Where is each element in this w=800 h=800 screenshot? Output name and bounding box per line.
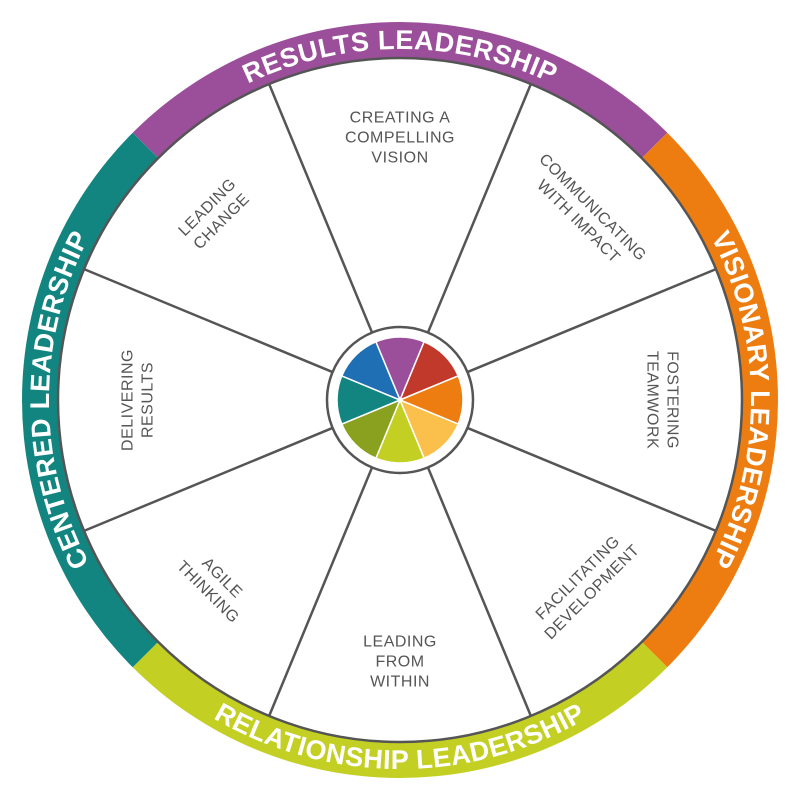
- segment-divider: [83, 426, 334, 533]
- segment-divider: [466, 426, 717, 533]
- hub-slice: [340, 340, 402, 402]
- ring-results-leadership: [132, 22, 668, 159]
- segment-leading-from-within: LEADING FROM WITHIN: [363, 634, 437, 691]
- segment-label-line: FOSTERING: [664, 351, 681, 449]
- segment-dividers: [83, 83, 717, 717]
- segment-label-line: TEAMWORK: [644, 351, 661, 449]
- segment-label-line: VISION: [371, 150, 428, 167]
- segment-label-line: LEADING: [363, 634, 437, 651]
- segment-divider: [426, 466, 533, 717]
- outer-ring: [21, 22, 778, 778]
- ring-centered-leadership: [21, 132, 159, 668]
- segment-divider: [426, 83, 533, 334]
- center-hub: [325, 325, 475, 475]
- segment-label-line: DELIVERING: [120, 349, 137, 451]
- segment-divider: [83, 267, 334, 374]
- segment-label-line: COMPELLING: [345, 130, 455, 147]
- ring-visionary-leadership: [641, 132, 778, 668]
- segment-label-line: RESULTS: [140, 362, 157, 438]
- segment-label-line: CREATING A: [350, 110, 451, 127]
- segment-creating-a-compelling-vision: CREATING A COMPELLING VISION: [345, 110, 455, 167]
- segment-label-line: WITHIN: [370, 674, 430, 691]
- segment-label-line: FROM: [375, 654, 424, 671]
- segment-divider: [267, 83, 374, 334]
- segment-divider: [267, 466, 374, 717]
- ring-relationship-leadership: [132, 641, 668, 778]
- segment-divider: [466, 267, 717, 374]
